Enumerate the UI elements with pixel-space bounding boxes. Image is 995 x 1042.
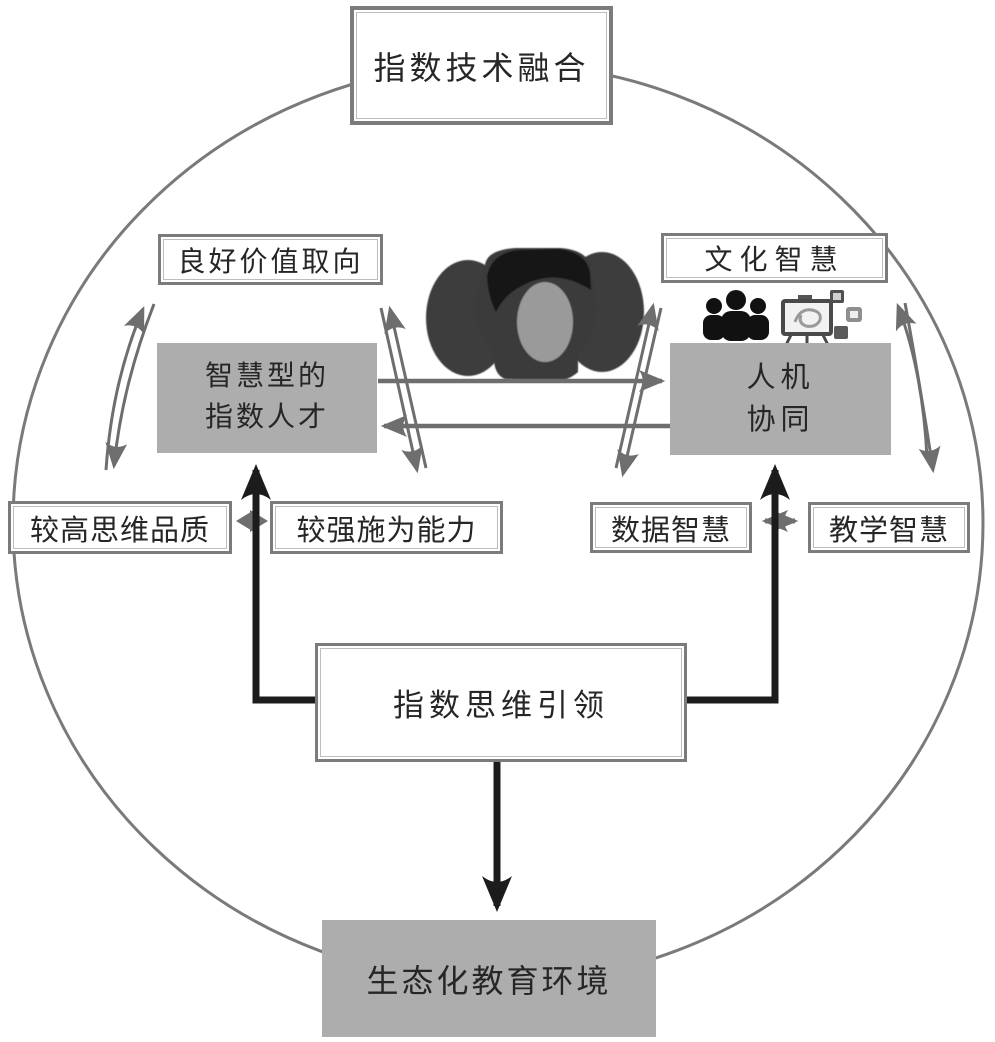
presentation-board-icon: [781, 295, 833, 350]
arrow-lead-to-talent: [241, 464, 315, 704]
node-action-ability-label: 较强施为能力: [296, 514, 477, 547]
arrow-culture-to-teaching: [903, 302, 941, 474]
people-group-icon: [703, 290, 769, 341]
node-value-orientation-label: 良好价值取向: [177, 246, 364, 278]
node-human-machine: 人机 协同: [670, 343, 891, 455]
node-culture-wisdom-label: 文化智慧: [704, 245, 845, 276]
mini-media-icons: [830, 290, 862, 339]
arrow-value-to-thinking: [105, 303, 156, 470]
arrow-value-to-ability: [379, 307, 423, 474]
arrow-thinking-ability-bidir: [236, 510, 268, 532]
node-thinking-quality: 较高思维品质: [8, 501, 232, 554]
node-data-wisdom: 数据智慧: [590, 502, 752, 553]
node-action-ability: 较强施为能力: [270, 501, 503, 554]
black-arrows: [241, 464, 790, 912]
arrow-data-to-culture: [614, 302, 659, 469]
node-teaching-wisdom: 教学智慧: [808, 502, 970, 553]
node-thinking-quality-label: 较高思维品质: [29, 514, 210, 547]
node-human-machine-line2: 协同: [746, 404, 815, 436]
node-smart-talent-line1: 智慧型的: [204, 361, 329, 393]
digital-human-head-image: [426, 248, 644, 382]
node-tech-fusion: 指数技术融合: [350, 6, 613, 125]
arrow-ability-to-value: [384, 305, 428, 469]
node-eco-environment-label: 生态化教育环境: [366, 962, 612, 999]
node-teaching-wisdom-label: 教学智慧: [828, 514, 949, 547]
node-culture-wisdom: 文化智慧: [661, 233, 888, 283]
node-eco-environment: 生态化教育环境: [322, 920, 656, 1037]
arrow-thinking-to-value: [104, 305, 145, 471]
node-thinking-lead: 指数思维引领: [315, 643, 687, 762]
arrow-teaching-to-culture: [895, 302, 929, 459]
node-value-orientation: 良好价值取向: [158, 234, 383, 285]
arrow-lead-to-collab: [687, 464, 790, 704]
node-tech-fusion-label: 指数技术融合: [373, 49, 590, 86]
node-thinking-lead-label: 指数思维引领: [393, 688, 609, 723]
node-human-machine-line1: 人机: [746, 361, 815, 394]
node-data-wisdom-label: 数据智慧: [610, 514, 731, 547]
node-smart-talent: 智慧型的 指数人才: [157, 343, 377, 453]
node-smart-talent-line2: 指数人才: [204, 402, 329, 433]
gray-arrows: [104, 302, 941, 532]
